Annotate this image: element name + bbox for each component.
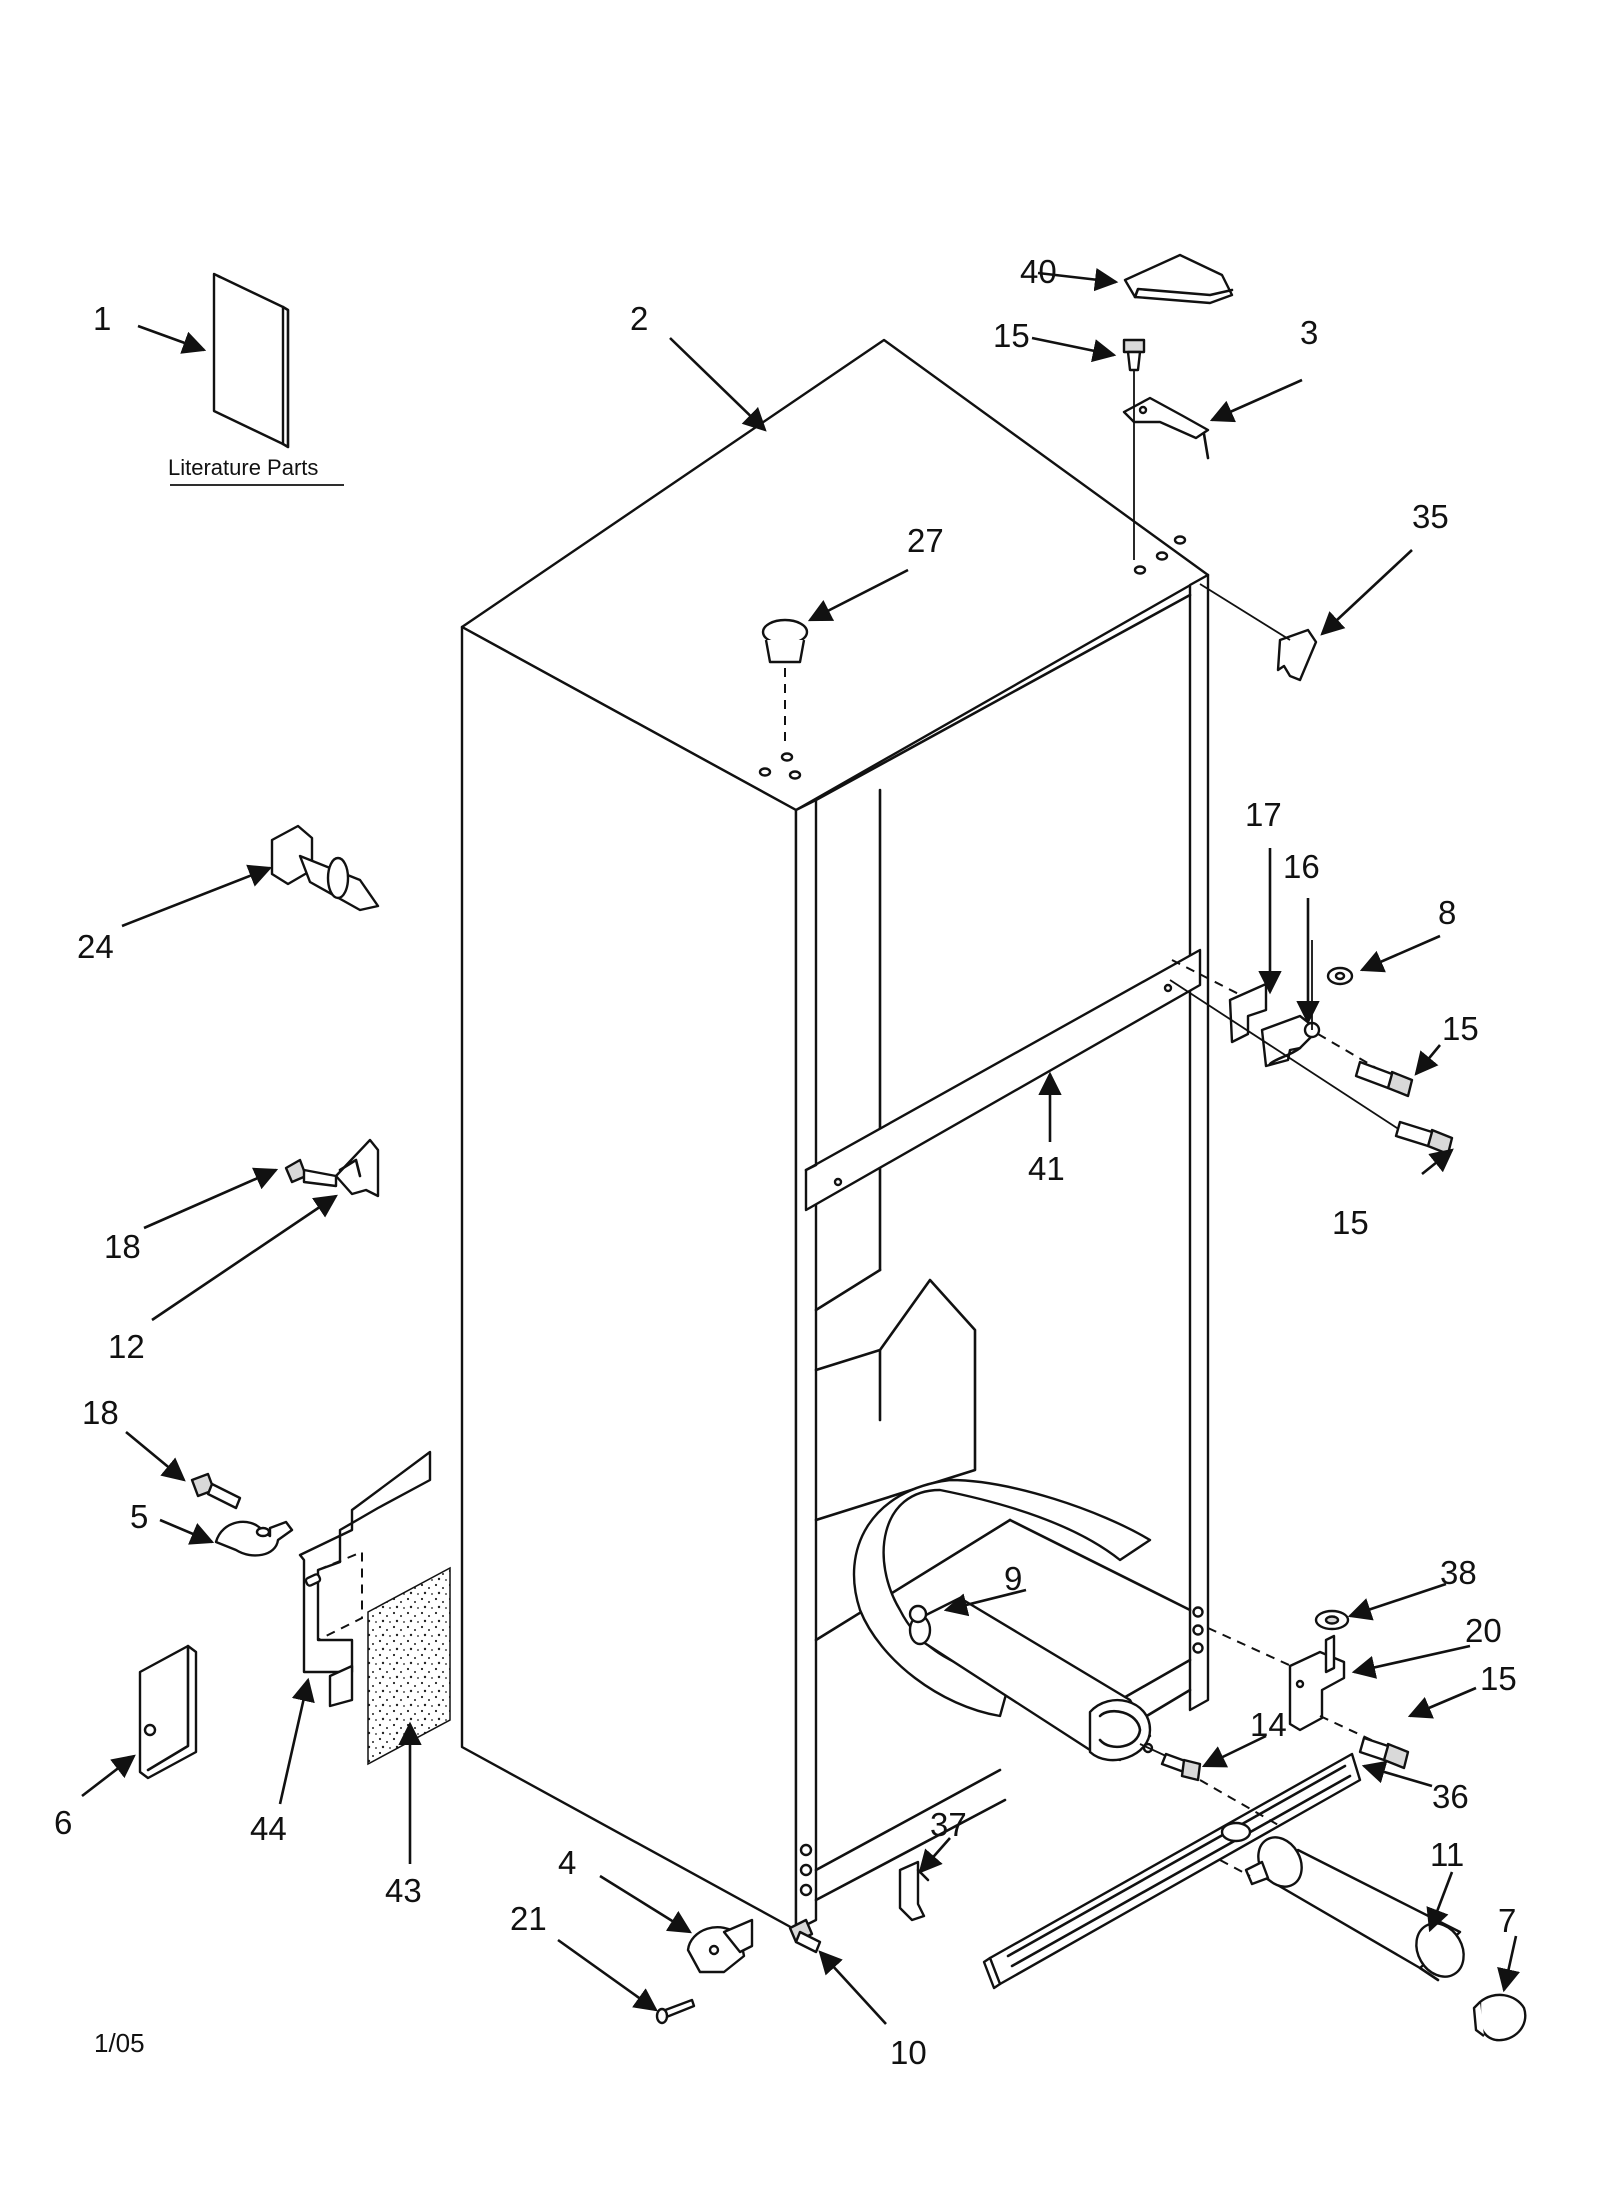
callout-7: 7 (1498, 1902, 1516, 1939)
water-tube (852, 1478, 1152, 1718)
rear-panel-bracket (298, 1450, 432, 1708)
callout-11: 11 (1430, 1836, 1464, 1873)
callout-3: 3 (1300, 314, 1318, 351)
callout-2: 2 (630, 300, 648, 337)
callout-41: 41 (1028, 1150, 1065, 1187)
water-filter-housing (908, 1596, 1154, 1762)
tube-clip (898, 1860, 930, 1922)
callout-15-top: 15 (993, 317, 1030, 354)
callout-12: 12 (108, 1328, 145, 1365)
callout-38: 38 (1440, 1554, 1477, 1591)
callout-18-upper: 18 (104, 1228, 141, 1265)
base-grille (982, 1752, 1362, 1990)
bottom-hinge-screw (1358, 1736, 1410, 1770)
callout-43: 43 (385, 1872, 422, 1909)
callout-35: 35 (1412, 498, 1449, 535)
hinge-screw-a (1354, 1060, 1414, 1098)
literature-parts-label: Literature Parts (168, 455, 318, 480)
callout-20: 20 (1465, 1612, 1502, 1649)
top-hinge (1122, 396, 1210, 460)
center-crossbar (804, 948, 1202, 1212)
callout-5: 5 (130, 1498, 148, 1535)
callout-36: 36 (1432, 1778, 1469, 1815)
callout-9: 9 (1004, 1560, 1022, 1597)
clamp-screw (190, 1472, 242, 1510)
callout-8: 8 (1438, 894, 1456, 931)
callout-14: 14 (1250, 1706, 1287, 1743)
hinge-washer (1314, 1609, 1350, 1631)
base-screw (788, 1918, 822, 1954)
callout-16: 16 (1283, 848, 1320, 885)
shelf-clip (334, 1138, 380, 1198)
hinge-cover-side (1199, 583, 1318, 682)
shelf-stud (270, 824, 380, 912)
callout-15-bottom: 15 (1480, 1660, 1517, 1697)
mount-screw (655, 1998, 696, 2025)
callout-arrows (81, 267, 1520, 2025)
callout-24: 24 (77, 928, 114, 965)
hinge-screw-top (1122, 338, 1146, 560)
callout-6: 6 (54, 1804, 72, 1841)
callout-44: 44 (250, 1810, 287, 1847)
bottom-hinge (1207, 1627, 1381, 1745)
callout-21: 21 (510, 1900, 547, 1937)
callout-15-hinge: 15 (1442, 1010, 1479, 1047)
literature-booklet (212, 272, 290, 449)
callout-37: 37 (930, 1806, 967, 1843)
filter-cap (1472, 1993, 1527, 2042)
insulation-pad (367, 1566, 451, 1766)
water-filter-cartridge (1219, 1836, 1465, 1982)
revision-date: 1/05 (94, 2028, 145, 2058)
hinge-screw-b (1394, 1120, 1454, 1156)
wire-mount (686, 1918, 754, 1974)
center-hinge-assembly (1169, 940, 1401, 1131)
callout-labels: 1 2 3 27 40 15 35 24 17 16 8 15 15 41 18… (54, 253, 1517, 2071)
hinge-cover-top (1123, 253, 1234, 305)
callout-4: 4 (558, 1844, 576, 1881)
plug-button (761, 618, 809, 748)
clip-screw (284, 1158, 338, 1188)
callout-17: 17 (1245, 796, 1282, 833)
callout-27: 27 (907, 522, 944, 559)
access-cover (138, 1644, 198, 1780)
callout-1: 1 (93, 300, 111, 337)
callout-10: 10 (890, 2034, 927, 2071)
tube-clamp (214, 1520, 294, 1557)
callout-15-lower: 15 (1332, 1204, 1369, 1241)
callout-18-lower: 18 (82, 1394, 119, 1431)
grille-screw (1139, 1743, 1202, 1782)
callout-40: 40 (1020, 253, 1057, 290)
